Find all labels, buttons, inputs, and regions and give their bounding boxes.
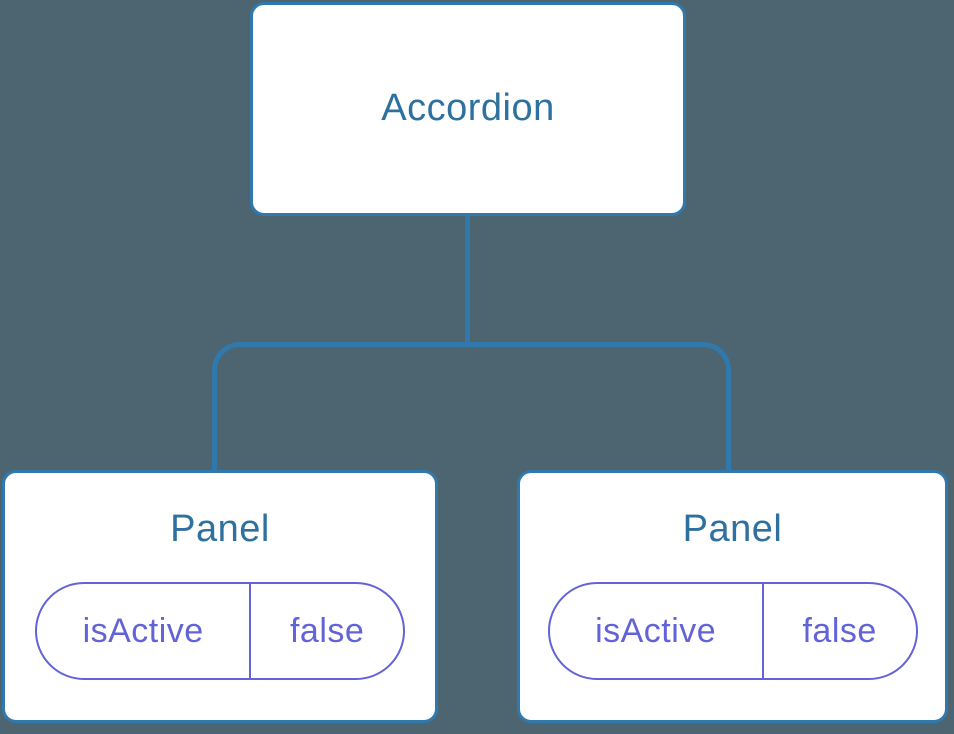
panel-left-label: Panel bbox=[170, 507, 270, 550]
root-connector-line bbox=[465, 213, 470, 347]
panel-right-label: Panel bbox=[682, 507, 783, 550]
panel-right-state-key: isActive bbox=[550, 584, 764, 679]
panel-left-state-key: isActive bbox=[37, 584, 252, 679]
panel-right-state-value: false bbox=[802, 611, 877, 650]
panel-node-left: Panel isActive false bbox=[2, 470, 438, 723]
panel-right-state-pill: isActive false bbox=[547, 582, 918, 681]
accordion-node-label: Accordion bbox=[381, 87, 555, 130]
panel-node-right: Panel isActive false bbox=[517, 470, 948, 723]
branch-connector-bracket bbox=[212, 342, 731, 470]
accordion-node: Accordion bbox=[250, 2, 686, 216]
panel-left-state-value: false bbox=[289, 611, 365, 650]
panel-left-state-pill: isActive false bbox=[35, 582, 405, 681]
